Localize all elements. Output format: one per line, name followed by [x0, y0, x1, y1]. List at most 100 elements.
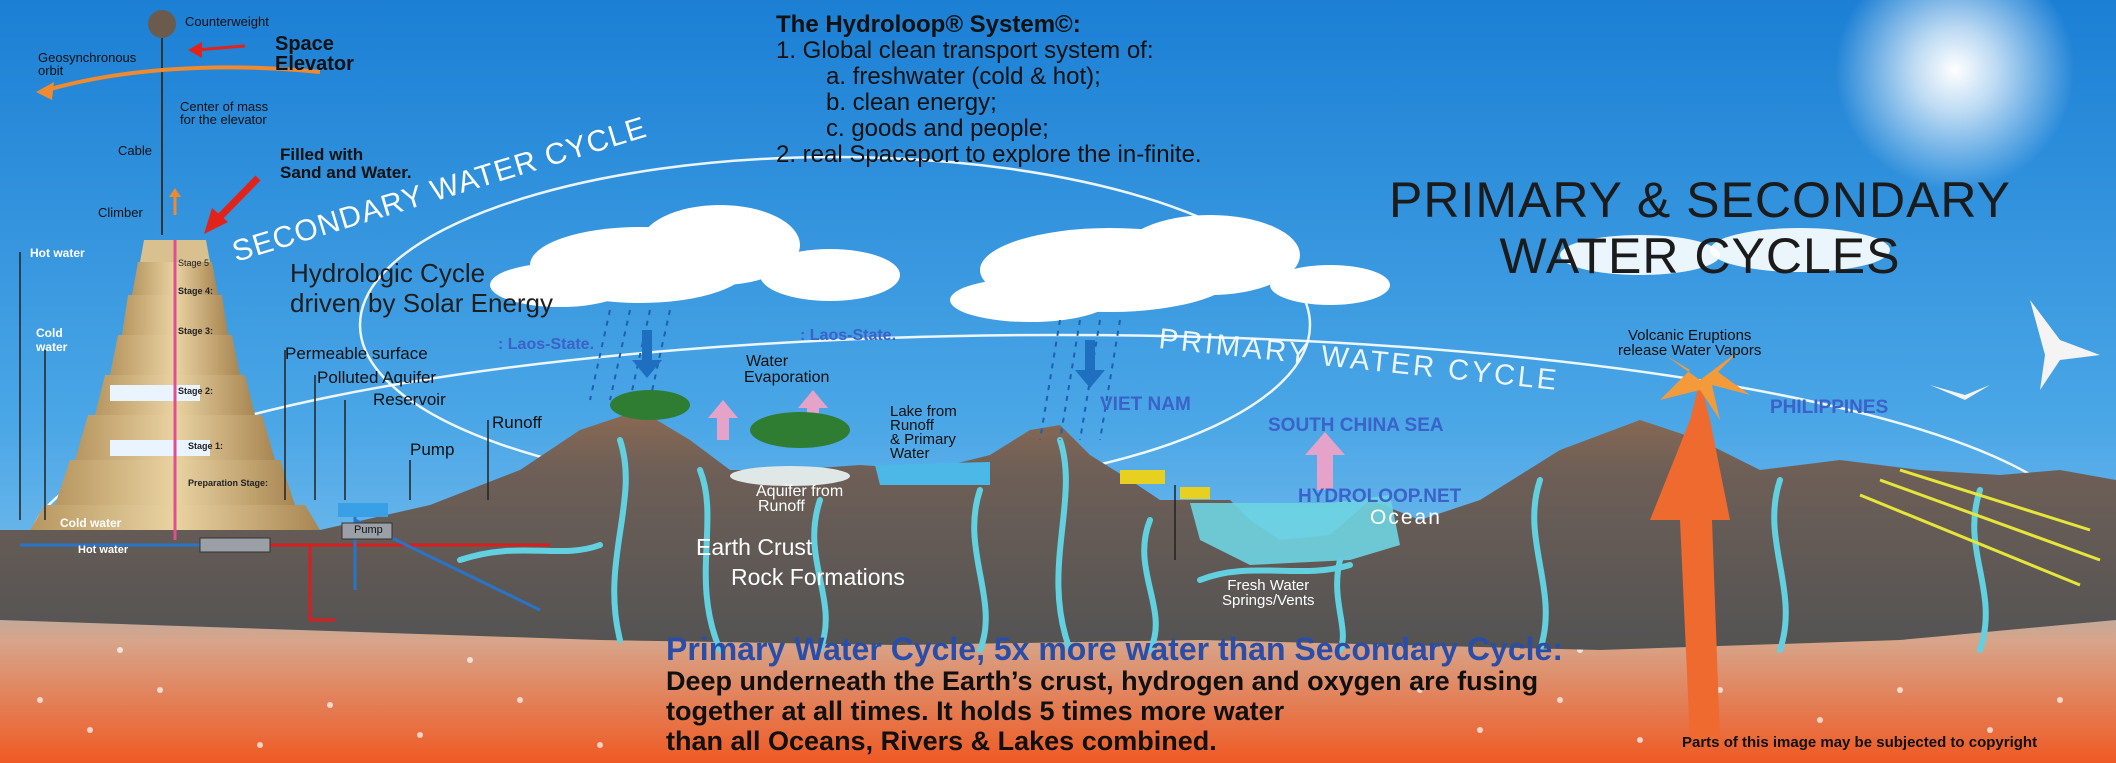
springs-line: Springs/Vents [1222, 592, 1315, 609]
hot-water-label: Hot water [30, 246, 85, 260]
earth-crust [0, 410, 2116, 650]
cold-water-line: Cold [36, 326, 63, 340]
hydrologic-cycle-label: Hydrologic Cycle driven by Solar Energy [290, 258, 553, 318]
runoff-label: Runoff [492, 413, 542, 432]
forest [610, 390, 690, 420]
counterweight-icon [148, 10, 176, 38]
philippines-label: PHILIPPINES [1770, 397, 1889, 418]
cable-label: Cable [118, 143, 152, 158]
volcano-vent [1650, 380, 1730, 520]
clouds [490, 205, 1890, 322]
evaporation-arrow-icon [1305, 432, 1345, 490]
center-line: for the elevator [180, 112, 267, 127]
reservoir-icon [338, 503, 388, 517]
seagull-icon [2030, 300, 2100, 390]
lake-line: Lake from [890, 403, 957, 420]
space-elevator-line: Elevator [275, 53, 354, 75]
tower [30, 240, 320, 540]
cold-water-base-label: Cold water [60, 516, 122, 530]
lake-line: Water [890, 445, 930, 462]
tower-stage-2: Stage 2: [178, 386, 214, 396]
hot-water-base-label: Hot water [78, 544, 129, 556]
center-line: Center of mass [180, 99, 269, 114]
volcano-line: release Water Vapors [1618, 342, 1762, 359]
pump-box [341, 522, 393, 540]
aquifer-line: Aquifer from [756, 483, 844, 500]
magma-bubbles [37, 647, 2063, 748]
crust-line: Rock Formations [731, 564, 905, 590]
explanation-line: than all Oceans, Rivers & Lakes combined… [666, 726, 1217, 756]
south-china-sea-label: SOUTH CHINA SEA [1268, 415, 1444, 436]
magma-conduit [1680, 520, 1720, 740]
evaporation-line: Water [746, 353, 789, 370]
lake-line: Runoff [890, 417, 934, 434]
geo-line: Geosynchronous [38, 50, 137, 65]
space-elevator [36, 10, 321, 235]
system-line: 1. Global clean transport system of: [776, 37, 1154, 64]
copyright-notice: Parts of this image may be subjected to … [1682, 734, 2038, 751]
system-title: The Hydroloop® System©: [776, 11, 1081, 38]
aquifer [730, 466, 850, 486]
evaporation-line: Evaporation [744, 369, 830, 386]
volcano-line: Volcanic Eruptions [1628, 327, 1752, 344]
aquifer-line: Runoff [758, 498, 805, 515]
tower-stage-4: Stage 4: [178, 286, 214, 296]
geo-line: orbit [38, 63, 64, 78]
rain [589, 309, 1121, 441]
evaporation-label: Water Evaporation [744, 354, 829, 386]
leader-lines [19, 252, 1176, 560]
pump-box-label: Pump [354, 524, 383, 536]
hydrologic-line: Hydrologic Cycle [290, 258, 486, 288]
eruption-icon [1660, 350, 1750, 420]
water-channels [457, 437, 1989, 653]
reservoir-label: Reservoir [373, 390, 446, 409]
system-line: a. freshwater (cold & hot); [826, 63, 1101, 90]
vietnam-label: VIET NAM [1100, 394, 1191, 415]
ocean-label: Ocean [1370, 506, 1442, 529]
primary-cycle-explanation: Primary Water Cycle, 5x more water than … [666, 632, 1563, 756]
ocean [1190, 495, 1400, 565]
rain-arrow-icon [1075, 340, 1105, 388]
lake-label: Lake from Runoff & Primary Water [890, 403, 957, 462]
tower-stage-3: Stage 3: [178, 326, 214, 336]
space-elevator-title: Space Elevator [275, 34, 354, 74]
orbit-arrow-icon [39, 65, 321, 94]
filled-label: Filled with Sand and Water. [280, 146, 412, 182]
permeable-label: Permeable surface [285, 344, 428, 363]
cold-water-line: water [36, 340, 68, 354]
explanation-line: Deep underneath the Earth’s crust, hydro… [666, 666, 1539, 696]
main-title-line: WATER CYCLES [1499, 228, 1901, 284]
system-line: 2. real Spaceport to explore the in-fini… [776, 141, 1202, 168]
filled-line: Sand and Water. [280, 163, 412, 182]
evaporation-arrow-icon [708, 400, 738, 440]
hydroloop-net-label: HYDROLOOP.NET [1298, 486, 1462, 507]
main-title-line: PRIMARY & SECONDARY [1389, 172, 2011, 228]
laos-label: : Laos-State. [498, 336, 595, 353]
equipment-icon [1180, 487, 1210, 499]
base-box [199, 537, 271, 553]
cold-water-label: Cold water [36, 326, 67, 354]
volcano-label: Volcanic Eruptions release Water Vapors [1618, 328, 1761, 358]
system-line: b. clean energy; [826, 89, 997, 116]
aquifer-label: Aquifer from Runoff [756, 483, 844, 515]
filled-line: Filled with [280, 145, 364, 164]
pump-label: Pump [410, 440, 455, 459]
polluted-aquifer-label: Polluted Aquifer [317, 368, 437, 387]
tower-prep-stage: Preparation Stage: [188, 478, 269, 488]
lake-line: & Primary [890, 431, 956, 448]
climber-label: Climber [98, 205, 143, 220]
explanation-line: together at all times. It holds 5 times … [666, 696, 1285, 726]
earth-crust-label: Earth Crust Rock Formations [696, 532, 905, 592]
explanation-heading: Primary Water Cycle, 5x more water than … [666, 631, 1563, 667]
evaporation-arrow-icon [798, 390, 828, 430]
lake [875, 462, 990, 485]
sun-icon [1835, 0, 2075, 190]
counterweight-label: Counterweight [185, 14, 269, 29]
tower-stage-1: Stage 1: [188, 441, 224, 451]
space-elevator-line: Space [275, 33, 334, 55]
center-of-mass-label: Center of mass for the elevator [180, 100, 268, 126]
tower-stage-5: Stage 5 [178, 258, 210, 268]
hot-water-pipes [270, 543, 550, 622]
fault-lines [1859, 468, 2101, 587]
